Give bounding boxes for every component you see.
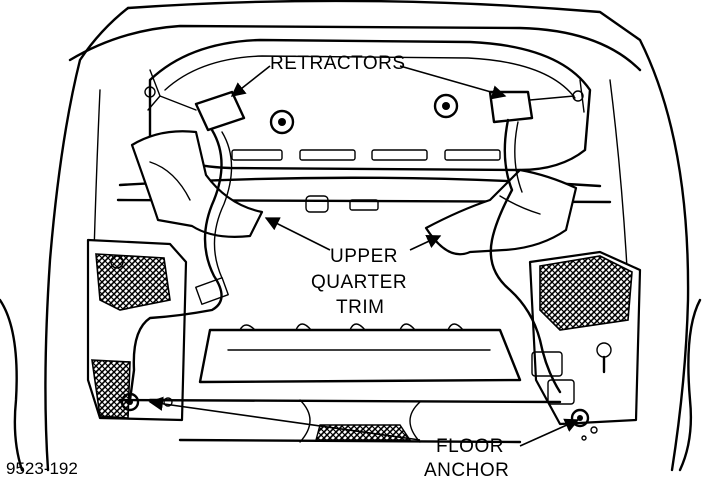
trim-label: TRIM [336, 297, 384, 318]
right-retractor [433, 79, 585, 124]
floor-label: FLOOR [436, 436, 504, 457]
right-quarter-panel [528, 250, 642, 426]
quarter-label: QUARTER [311, 272, 407, 293]
upper-label: UPPER [330, 246, 398, 267]
leader-lines [148, 65, 580, 447]
cargo-floor [118, 323, 562, 444]
left-upper-quarter-trim [130, 130, 264, 238]
vehicle-body-outline [0, 0, 702, 472]
seat-belt-webbing [128, 118, 575, 405]
retractors-label: RETRACTORS [270, 53, 406, 74]
left-quarter-panel [86, 238, 188, 422]
anchor-label: ANCHOR [424, 460, 509, 481]
figure-number: 9523-192 [6, 459, 78, 478]
left-retractor [144, 69, 295, 135]
right-floor-anchor [570, 408, 598, 441]
